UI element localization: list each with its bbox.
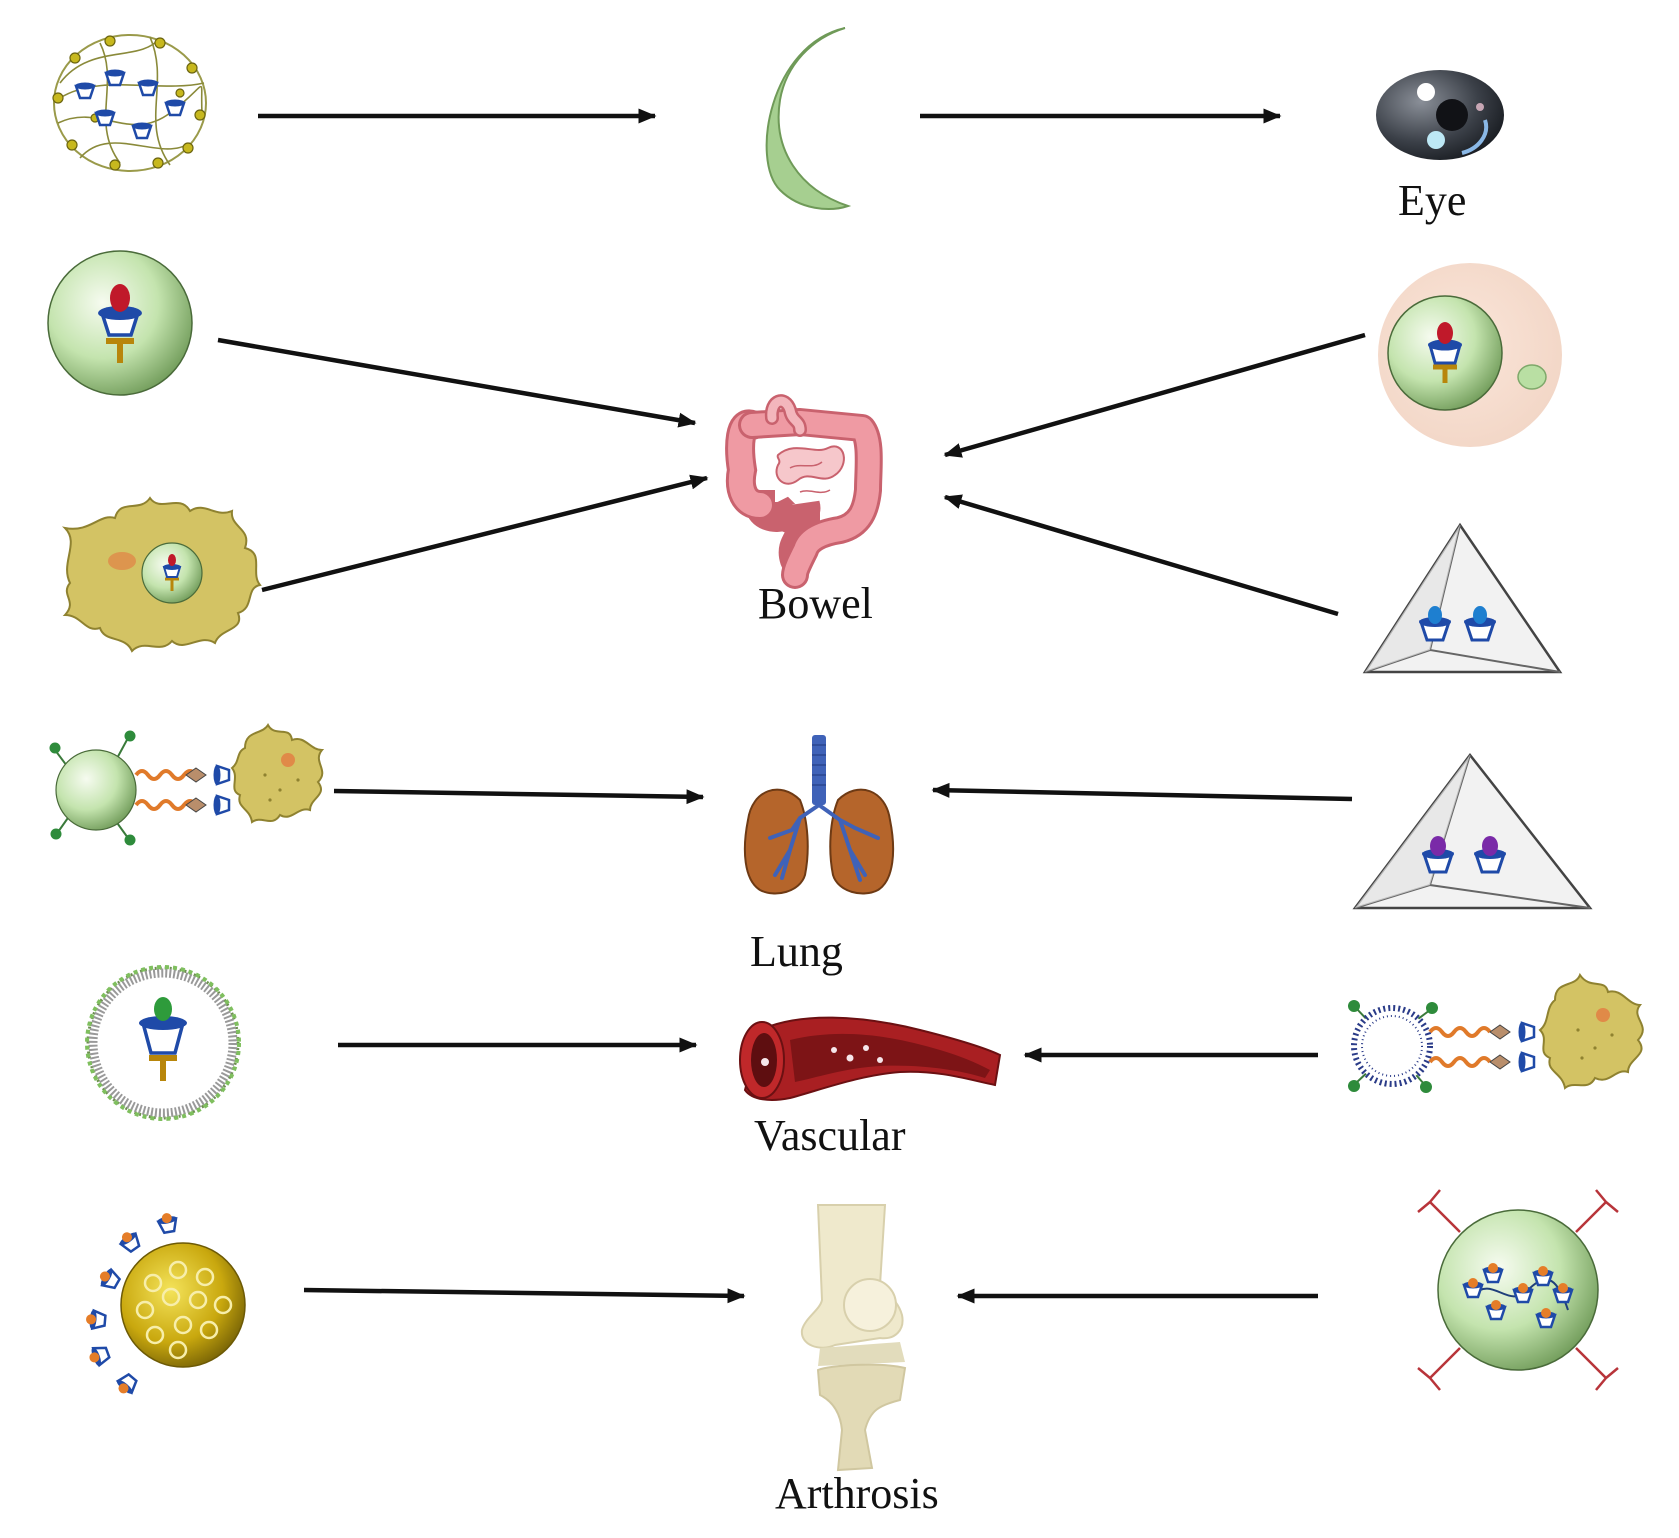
arrow-sphere-to-bowel bbox=[217, 337, 697, 428]
label-lung: Lung bbox=[750, 927, 843, 976]
cell-encapsulated-particle-icon bbox=[141, 542, 203, 604]
antibody-sphere-icon bbox=[1417, 1189, 1619, 1391]
dna-tetrahedron-icon bbox=[1362, 522, 1563, 674]
arrow-tetrahedron-to-bowel bbox=[943, 494, 1339, 617]
arrow-cellparticle-to-bowel bbox=[943, 332, 1366, 458]
intestine-icon: Bowel bbox=[725, 394, 883, 628]
arrow-gold-to-arthrosis bbox=[303, 1287, 746, 1304]
dna-tetrahedron-icon-purple bbox=[1352, 752, 1593, 910]
eye-icon: Eye bbox=[1376, 70, 1504, 225]
arrow-tetrahedron-to-lung bbox=[931, 782, 1353, 802]
gold-nanoparticle-icon bbox=[86, 1213, 246, 1398]
blood-vessel-icon: Vascular bbox=[739, 1016, 1002, 1160]
knee-joint-icon: Arthrosis bbox=[775, 1204, 939, 1518]
label-eye: Eye bbox=[1398, 176, 1466, 225]
nanoparticle-sphere-icon bbox=[47, 250, 193, 396]
macrophage-cell-icon bbox=[61, 496, 262, 653]
hydrogel-network-icon bbox=[52, 34, 207, 172]
arrow-macrophage-to-bowel bbox=[261, 474, 709, 593]
cell-encapsulated-particle-icon-right bbox=[1378, 263, 1562, 447]
lung-icon: Lung bbox=[743, 735, 895, 976]
particle-cell-conjugate-icon bbox=[49, 722, 325, 846]
label-vascular: Vascular bbox=[754, 1111, 906, 1160]
liposome-icon bbox=[85, 965, 241, 1121]
arrows bbox=[217, 108, 1366, 1304]
contact-lens-icon bbox=[765, 27, 852, 210]
label-arthrosis: Arthrosis bbox=[775, 1469, 939, 1518]
arrow-conjugate-to-lung bbox=[333, 788, 705, 805]
liposome-cell-conjugate-icon bbox=[1348, 972, 1644, 1093]
label-bowel: Bowel bbox=[758, 579, 873, 628]
